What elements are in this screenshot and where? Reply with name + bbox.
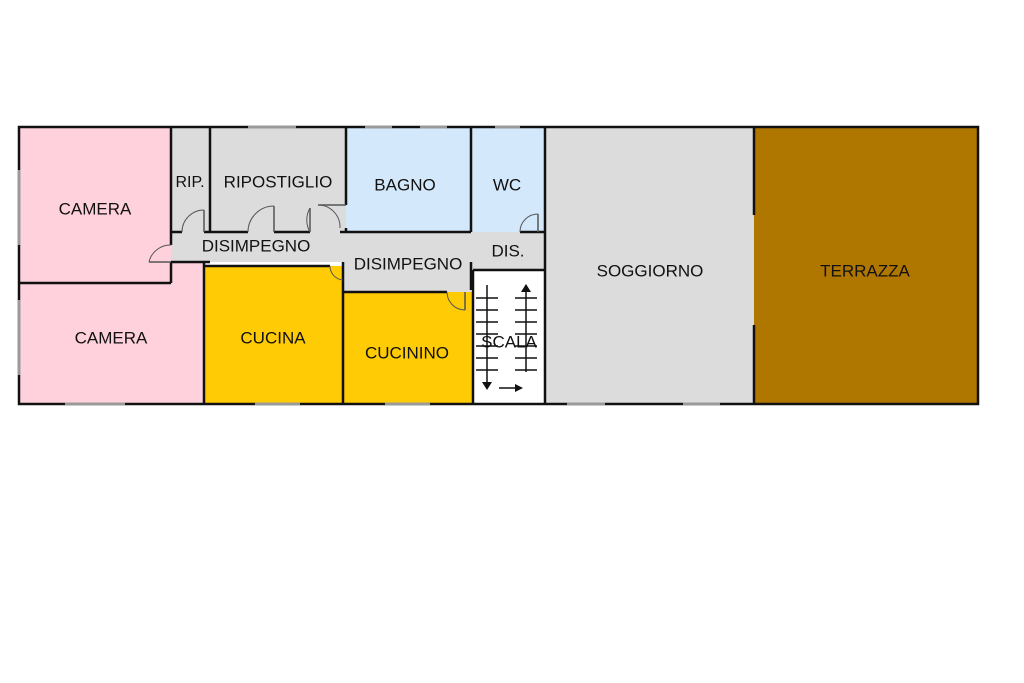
label-scala: SCALA bbox=[481, 332, 537, 351]
stairs bbox=[476, 284, 537, 392]
label-camera-top: CAMERA bbox=[59, 199, 132, 218]
room-bagno[interactable] bbox=[346, 127, 471, 232]
room-ripostiglio[interactable] bbox=[210, 127, 346, 232]
room-camera-bottom-notch bbox=[171, 262, 204, 284]
room-cucina[interactable] bbox=[204, 266, 343, 404]
room-scala[interactable] bbox=[473, 270, 545, 404]
label-wc: WC bbox=[493, 175, 521, 194]
room-cucinino[interactable] bbox=[343, 292, 473, 404]
room-camera-bottom[interactable] bbox=[19, 283, 204, 404]
room-terrazza[interactable] bbox=[754, 127, 978, 404]
label-ripostiglio: RIPOSTIGLIO bbox=[224, 172, 333, 191]
label-cucina: CUCINA bbox=[240, 328, 306, 347]
stair-arrow-right-icon bbox=[515, 384, 523, 392]
label-bagno: BAGNO bbox=[374, 175, 435, 194]
label-terrazza: TERRAZZA bbox=[820, 261, 910, 280]
room-disimpegno-mid[interactable] bbox=[343, 232, 471, 292]
label-disimpegno-left: DISIMPEGNO bbox=[202, 236, 311, 255]
label-camera-bottom: CAMERA bbox=[75, 328, 148, 347]
label-rip: RIP. bbox=[175, 174, 204, 191]
label-cucinino: CUCININO bbox=[365, 343, 449, 362]
room-disimpegno-left[interactable] bbox=[171, 232, 346, 262]
stair-arrow-down-icon bbox=[482, 382, 492, 390]
stair-arrow-up-icon bbox=[521, 284, 531, 292]
label-soggiorno: SOGGIORNO bbox=[597, 261, 704, 280]
windows bbox=[17, 125, 720, 406]
room-soggiorno[interactable] bbox=[545, 127, 754, 404]
label-disimpegno-mid: DISIMPEGNO bbox=[354, 254, 463, 273]
doors bbox=[148, 204, 539, 311]
room-camera-top[interactable] bbox=[19, 127, 171, 283]
room-dis[interactable] bbox=[471, 232, 545, 270]
label-dis: DIS. bbox=[491, 241, 524, 260]
inner-walls bbox=[19, 127, 756, 404]
